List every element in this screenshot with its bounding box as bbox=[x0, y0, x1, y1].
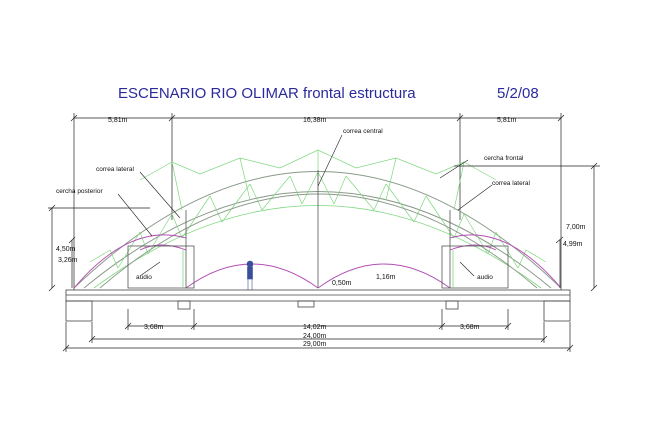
dim-height-left: 4,50m bbox=[56, 246, 76, 253]
dim-height-right-total: 7,00m bbox=[566, 224, 586, 231]
label-cercha-frontal: cercha frontal bbox=[484, 155, 524, 162]
dim-center-arch: 1,16m bbox=[376, 274, 396, 281]
top-dimension bbox=[70, 113, 565, 290]
label-cercha-posterior: cercha posterior bbox=[56, 188, 103, 195]
dim-bottom-center: 14,02m bbox=[303, 324, 327, 331]
label-audio-right: audio bbox=[477, 274, 493, 281]
vertical-dimensions bbox=[48, 162, 600, 292]
dim-height-left-inner: 3,26m bbox=[58, 257, 78, 264]
label-audio-left: audio bbox=[136, 274, 152, 281]
upper-truss bbox=[99, 149, 538, 289]
stage-platform bbox=[65, 289, 571, 322]
label-correa-lateral-right: correa lateral bbox=[492, 180, 530, 187]
scale-figure bbox=[246, 260, 254, 290]
dim-bottom-right: 3,68m bbox=[460, 324, 480, 331]
dim-bottom-left: 3,68m bbox=[144, 324, 164, 331]
outer-truss bbox=[73, 171, 562, 289]
dim-height-right-inner: 4,99m bbox=[563, 241, 583, 248]
center-posts bbox=[182, 250, 454, 288]
dim-overall-mid: 24,00m bbox=[303, 333, 327, 340]
dim-left-span: 5,81m bbox=[108, 117, 128, 124]
dim-center-span: 16,38m bbox=[303, 117, 327, 124]
leader-lines bbox=[117, 134, 493, 277]
label-correa-lateral-left: correa lateral bbox=[96, 166, 134, 173]
label-correa-central: correa central bbox=[343, 128, 383, 135]
dim-overall-total: 29,00m bbox=[303, 341, 327, 348]
drawing-date: 5/2/08 bbox=[497, 85, 539, 102]
drawing-title: ESCENARIO RIO OLIMAR frontal estructura bbox=[118, 85, 416, 102]
dim-center-low: 0,50m bbox=[332, 280, 352, 287]
dim-right-span: 5,81m bbox=[497, 117, 517, 124]
towers bbox=[127, 170, 509, 289]
bottom-dimensions bbox=[62, 309, 574, 352]
